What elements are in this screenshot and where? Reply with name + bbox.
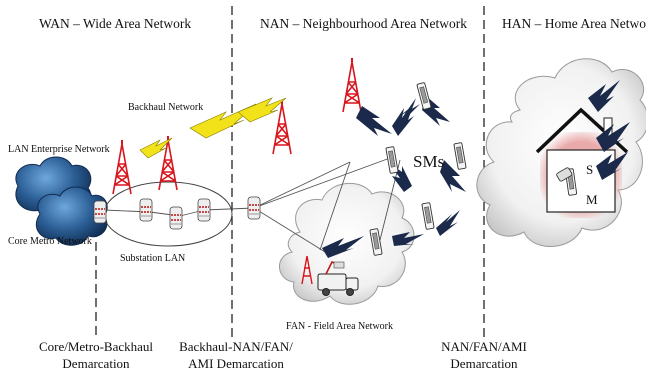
field-truck-icon <box>317 260 359 296</box>
wan-section-title: WAN – Wide Area Network <box>39 16 192 31</box>
substation-router-3-icon <box>197 198 211 222</box>
backhaul-demarcation-line2: AMI Demarcation <box>188 356 284 371</box>
substation-router-2-icon <box>169 206 183 230</box>
nan-demarcation-line1: NAN/FAN/AMI <box>441 339 527 354</box>
han-section-title: HAN – Home Area Network <box>502 16 646 31</box>
sm-meter-top-icon <box>416 81 432 111</box>
backhaul-demarcation-line1: Backhaul-NAN/FAN/ <box>179 339 293 354</box>
backhaul-network-label: Backhaul Network <box>128 102 204 113</box>
nan-demarcation-label: NAN/FAN/AMI Demarcation <box>432 338 536 372</box>
sm-meter-left-icon <box>385 146 399 174</box>
core-demarcation-label: Core/Metro-Backhaul Demarcation <box>30 338 162 372</box>
nan-demarcation-line2: Demarcation <box>450 356 518 371</box>
home-meter-plug-icon <box>556 167 573 182</box>
backhaul-router-icon <box>247 196 261 220</box>
core-demarcation-line2: Demarcation <box>62 356 130 371</box>
tower-nan-icon <box>342 57 362 113</box>
backhaul-demarcation-label: Backhaul-NAN/FAN/ AMI Demarcation <box>172 338 300 372</box>
fan-tower-icon <box>301 255 313 285</box>
meter-s-label: S <box>586 162 594 177</box>
sms-label: SMs <box>413 152 445 171</box>
nan-section-title: NAN – Neighbourhood Area Network <box>260 16 467 31</box>
fan-label: FAN - Field Area Network <box>286 321 394 332</box>
tower-backhaul-icon <box>272 99 292 155</box>
backhaul-lightning-icon <box>139 97 287 159</box>
core-metro-label: Core Metro Network <box>8 236 92 247</box>
meter-m-label: M <box>586 192 598 207</box>
sm-meter-right-icon <box>453 142 467 170</box>
lan-enterprise-label: LAN Enterprise Network <box>8 144 110 155</box>
core-demarcation-line1: Core/Metro-Backhaul <box>38 339 154 354</box>
substation-router-1-icon <box>139 198 153 222</box>
sm-meter-bottom-icon <box>421 202 435 230</box>
han-lightning-icon <box>588 80 630 180</box>
core-router-icon <box>93 200 107 224</box>
tower-wan-1-icon <box>112 139 132 195</box>
substation-lan-label: Substation LAN <box>120 253 186 264</box>
